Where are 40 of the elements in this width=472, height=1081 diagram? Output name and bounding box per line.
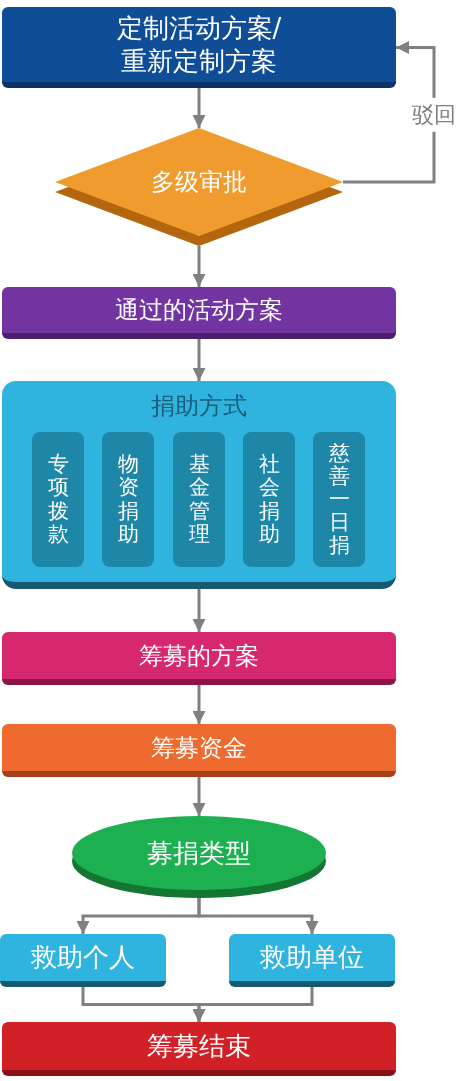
step-label: 筹募资金 [151,732,247,763]
connector-arrow [192,777,206,816]
option-label: 物资捐助 [117,453,139,546]
step-label: 救助个人 [31,941,135,974]
process-box [2,1022,396,1076]
option-box [243,432,295,567]
process-box [2,287,396,339]
step-label: 筹募的方案 [139,640,259,671]
connector-arrow [197,898,319,934]
process-box [2,632,396,685]
option-label: 基金管理 [188,453,210,546]
connector-arrow [192,589,206,632]
panel-title: 捐助方式 [151,391,247,421]
process-box [229,934,395,987]
connector-arrow [192,987,314,1022]
process-box [2,7,396,88]
decision-ellipse [72,816,326,898]
option-box [32,432,84,567]
connector-arrow [192,685,206,724]
option-box [173,432,225,567]
step-label: 筹募结束 [147,1029,251,1063]
connector-arrow [192,88,206,128]
option-box [313,432,365,567]
connector-arrow [192,339,206,381]
step-label: 多级审批 [151,167,247,197]
connector-arrow [192,246,206,287]
option-label: 慈善一日捐 [328,441,350,558]
step-label: 救助单位 [260,941,364,974]
option-box [102,432,154,567]
decision-diamond [55,128,343,246]
group-panel [2,381,396,589]
step-label: 定制活动方案/重新定制方案 [115,12,283,77]
step-label: 通过的活动方案 [115,295,283,325]
option-label: 社会捐助 [258,453,280,546]
connector-arrow [343,41,436,184]
step-label: 募捐类型 [147,836,251,870]
edge-label: 驳回 [412,97,456,132]
process-box [0,934,166,987]
option-label: 专项拨款 [47,453,69,546]
process-box [2,724,396,777]
